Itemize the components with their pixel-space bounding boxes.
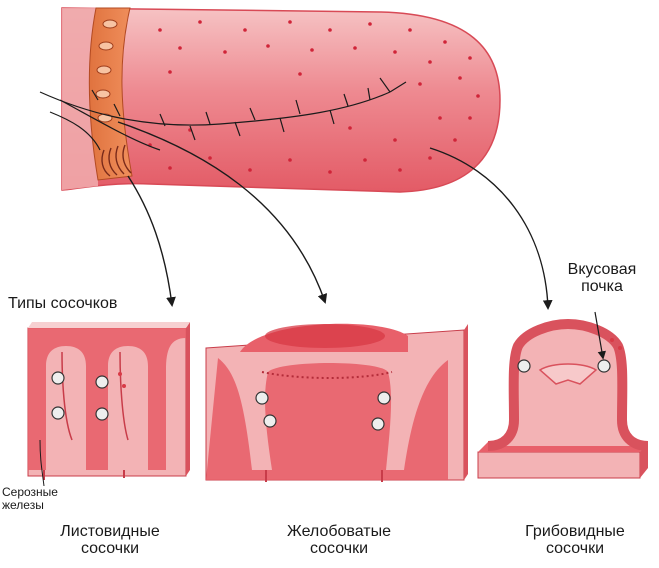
circumvallate-papillae-section xyxy=(206,324,468,482)
fungiform-papillae-label: Грибовидные сосочки xyxy=(500,524,650,558)
fungiform-papilla-section xyxy=(478,312,648,478)
types-of-papillae-title: Типы сосочков xyxy=(8,296,117,313)
serous-glands-line-1: Серозные xyxy=(2,486,58,499)
fungiform-line-2: сосочки xyxy=(500,541,650,558)
serous-glands-line-2: железы xyxy=(2,499,58,512)
circumvallate-papillae-label: Желобоватые сосочки xyxy=(254,524,424,558)
tongue xyxy=(40,8,500,192)
taste-bud-line-1: Вкусовая xyxy=(552,262,652,279)
foliate-papillae-label: Листовидные сосочки xyxy=(30,524,190,558)
serous-glands-label: Серозные железы xyxy=(2,486,58,511)
foliate-line-1: Листовидные xyxy=(30,524,190,541)
circumvallate-line-1: Желобоватые xyxy=(254,524,424,541)
taste-bud-label: Вкусовая почка xyxy=(552,262,652,296)
circumvallate-line-2: сосочки xyxy=(254,541,424,558)
foliate-papillae-section xyxy=(28,322,190,486)
arrow-to-foliate xyxy=(128,176,172,305)
foliate-line-2: сосочки xyxy=(30,541,190,558)
fungiform-line-1: Грибовидные xyxy=(500,524,650,541)
taste-bud-line-2: почка xyxy=(552,279,652,296)
